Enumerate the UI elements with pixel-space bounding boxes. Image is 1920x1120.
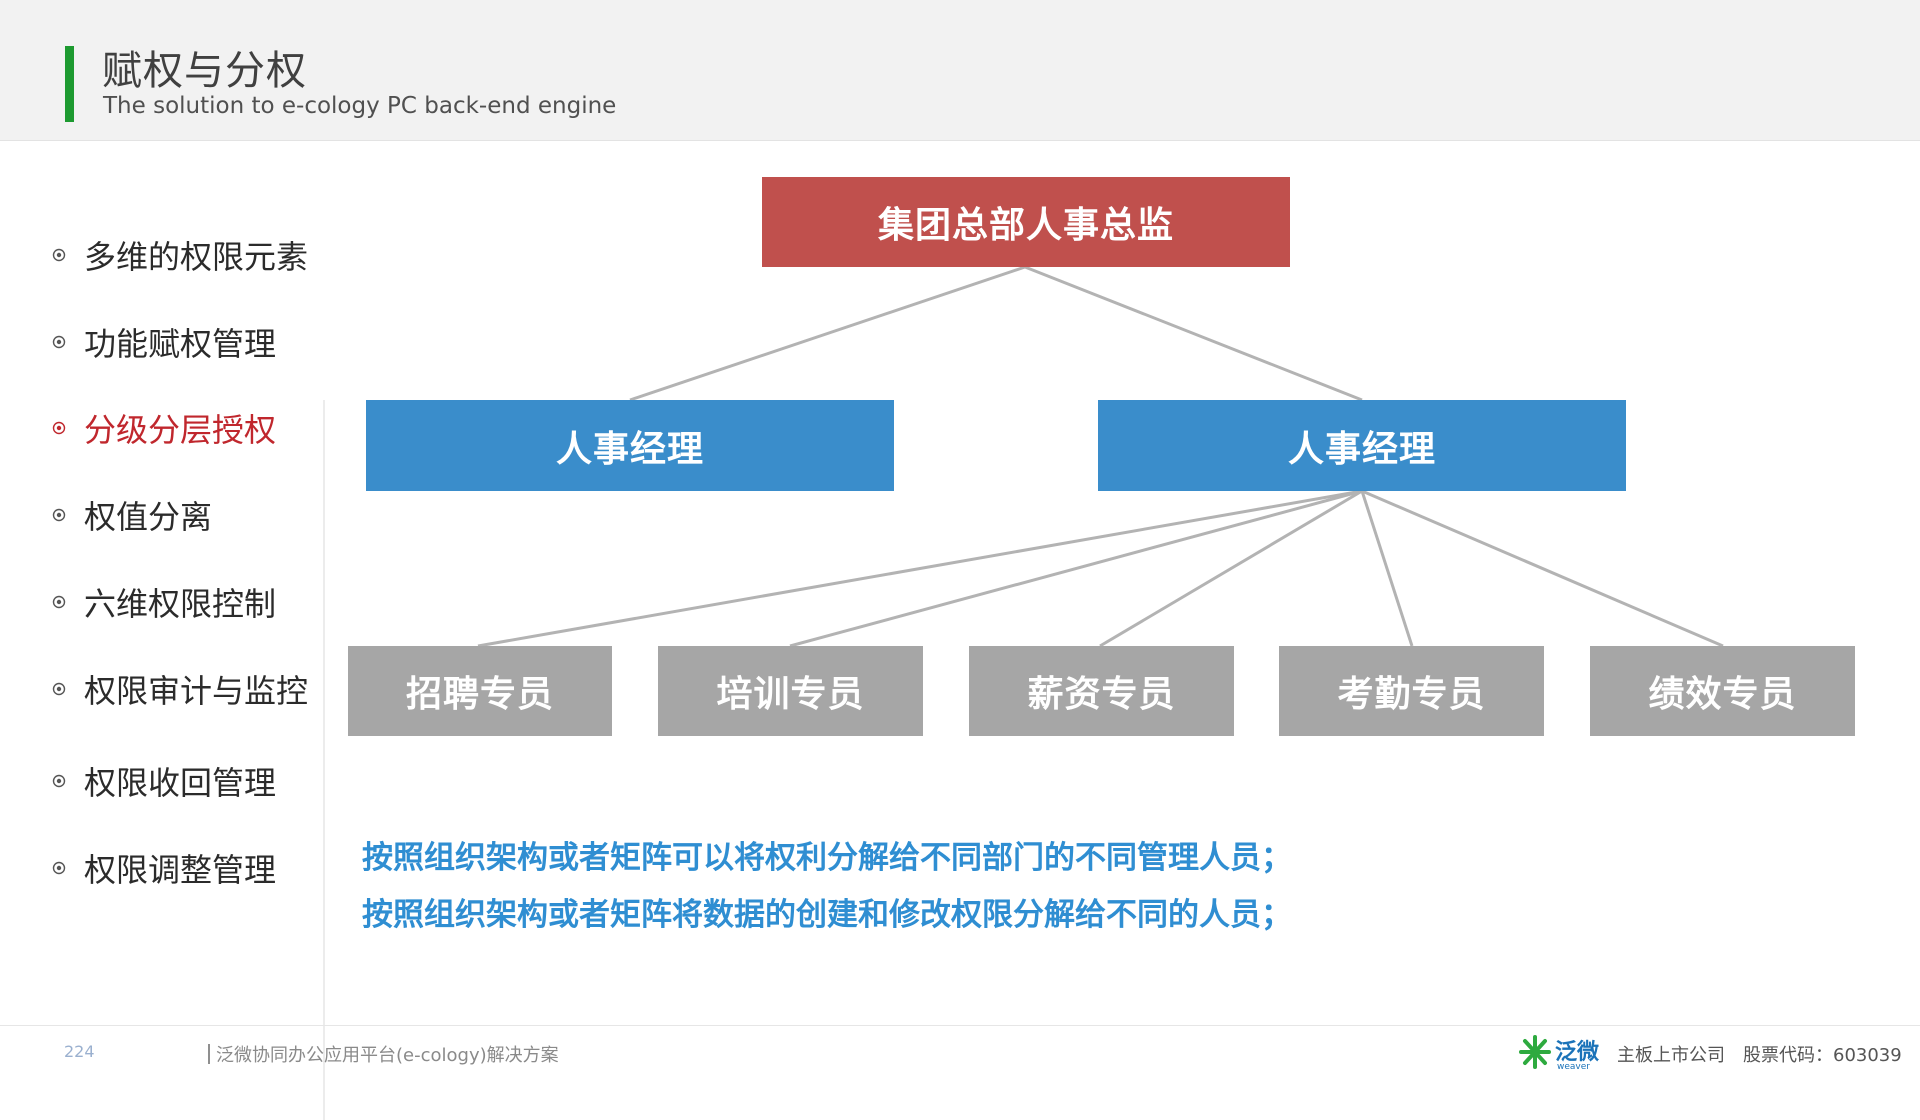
circle-bullet-icon [52,774,66,788]
connector-root-manager-right [1024,265,1363,402]
note-line-2: 按照组织架构或者矩阵将数据的创建和修改权限分解给不同的人员； [362,897,1292,933]
sidebar-item-label: 多维的权限元素 [84,238,309,276]
page-footer: 224 泛微协同办公应用平台(e-cology)解决方案 泛微 weaver 主… [0,1025,1920,1081]
footer-separator [208,1044,210,1064]
node-performance-specialist: 绩效专员 [1590,646,1855,736]
circle-bullet-icon [52,421,66,435]
sidebar-item-label: 权限审计与监控 [84,672,309,710]
circle-bullet-icon [52,861,66,875]
node-attendance-specialist: 考勤专员 [1279,646,1544,736]
listed-company-label: 主板上市公司 [1617,1045,1725,1066]
connector-manager-recruiting [477,489,1363,648]
page-subtitle: The solution to e-cology PC back-end eng… [103,93,617,119]
connector-manager-performance [1361,489,1724,648]
circle-bullet-icon [52,508,66,522]
sidebar-item-label: 权限调整管理 [84,851,277,889]
logo-brand-sub: weaver [1557,1062,1590,1072]
circle-bullet-icon [52,335,66,349]
node-label: 考勤专员 [1337,674,1486,715]
sidebar-item-hierarchical-authorization[interactable]: 分级分层授权 [52,405,276,451]
node-label: 人事经理 [1287,428,1436,470]
footer-platform-name: 泛微协同办公应用平台(e-cology)解决方案 [216,1045,559,1066]
circle-bullet-icon [52,595,66,609]
circle-bullet-icon [52,682,66,696]
sidebar-item-audit-monitoring[interactable]: 权限审计与监控 [52,666,308,712]
node-label: 薪资专员 [1027,674,1176,715]
sidebar-item-adjustment-management[interactable]: 权限调整管理 [52,845,276,891]
node-label: 培训专员 [716,674,865,715]
sidebar-item-label: 权限收回管理 [84,764,277,802]
node-label: 绩效专员 [1648,674,1797,715]
connector-manager-attendance [1360,490,1414,647]
sidebar-item-label: 功能赋权管理 [84,325,277,363]
sidebar-item-label: 权值分离 [84,498,213,536]
node-payroll-specialist: 薪资专员 [969,646,1234,736]
logo-brand-name: 泛微 [1555,1040,1600,1065]
sidebar-item-function-authorization[interactable]: 功能赋权管理 [52,319,276,365]
connector-root-manager-left [629,265,1026,402]
sidebar-divider [323,400,325,1120]
note-line-1: 按照组织架构或者矩阵可以将权利分解给不同部门的不同管理人员； [362,840,1292,876]
node-hr-manager-right: 人事经理 [1098,400,1626,491]
title-accent-bar [65,46,74,122]
page-number: 224 [64,1042,95,1061]
sidebar-item-six-dimension-control[interactable]: 六维权限控制 [52,579,276,625]
node-hr-director: 集团总部人事总监 [762,177,1290,267]
node-training-specialist: 培训专员 [658,646,923,736]
page-title: 赋权与分权 [102,48,307,94]
node-recruiting-specialist: 招聘专员 [348,646,612,736]
sidebar-item-revocation-management[interactable]: 权限收回管理 [52,758,276,804]
org-hierarchy-diagram: 集团总部人事总监 人事经理 人事经理 招聘专员 培训专员 薪资专员 考勤专员 绩… [348,177,1855,736]
sidebar-item-power-separation[interactable]: 权值分离 [52,492,212,538]
connector-manager-payroll [1099,489,1363,648]
node-label: 集团总部人事总监 [877,205,1174,246]
sidebar-item-multidimensional-elements[interactable]: 多维的权限元素 [52,232,308,278]
sidebar-item-label: 分级分层授权 [84,411,277,449]
node-label: 人事经理 [555,428,704,470]
node-label: 招聘专员 [405,674,554,715]
connector-manager-training [789,489,1363,648]
connector-lines [477,265,1724,648]
circle-bullet-icon [52,248,66,262]
node-hr-manager-left: 人事经理 [366,400,894,491]
weaver-logo-icon [1519,1035,1551,1069]
stock-code: 股票代码：603039 [1743,1045,1902,1066]
page-header: 赋权与分权 The solution to e-cology PC back-e… [0,0,1920,141]
sidebar-item-label: 六维权限控制 [84,585,277,623]
